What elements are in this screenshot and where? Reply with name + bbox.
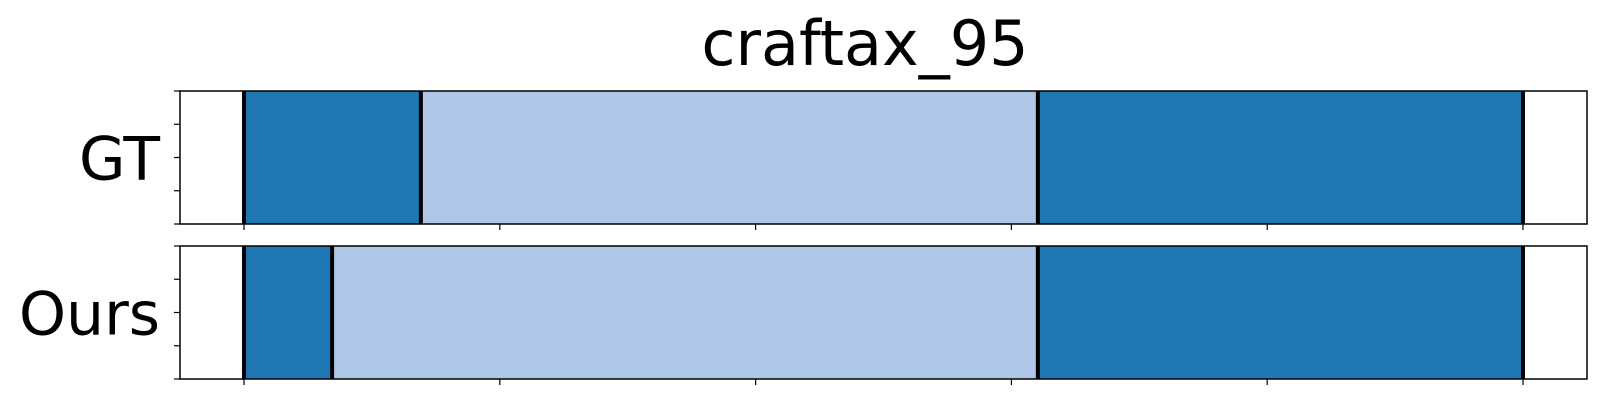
row-label: GT — [79, 125, 160, 195]
segment-bar — [244, 91, 421, 224]
segment-bar — [1037, 246, 1523, 379]
row-ours: Ours — [19, 245, 1588, 385]
chart-title: craftax_95 — [701, 7, 1028, 80]
segment-bar — [244, 246, 333, 379]
segment-bar — [332, 246, 1038, 379]
segment-bar — [420, 91, 1038, 224]
row-gt: GT — [79, 90, 1588, 230]
segment-bar — [1037, 91, 1523, 224]
row-label: Ours — [19, 280, 160, 350]
rows-layer: GT Ours — [19, 90, 1588, 385]
